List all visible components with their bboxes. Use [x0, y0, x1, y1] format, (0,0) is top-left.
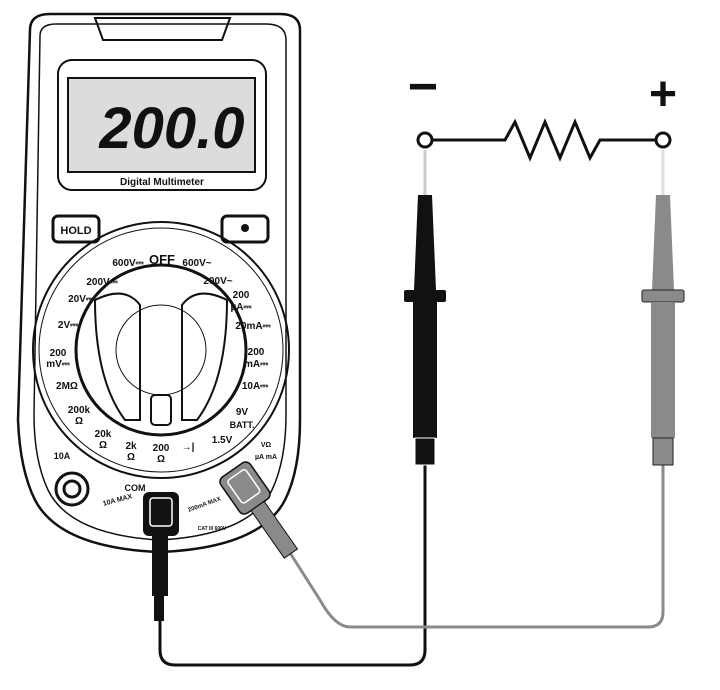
dial-labels: OFF 600V⎓ 200V⎓ 20V⎓ 2V⎓ 200 mV⎓ 2MΩ 200… [46, 252, 270, 465]
dial-600v-ac: 600V~ [182, 258, 211, 269]
svg-text:mA⎓: mA⎓ [244, 359, 268, 370]
model-label: Digital Multimeter [120, 177, 204, 188]
black-wire [158, 465, 427, 667]
jack-com-label: COM [125, 483, 146, 493]
dial-200ua: 200 [233, 290, 250, 301]
svg-text:mV⎓: mV⎓ [46, 359, 70, 370]
svg-text:µA⎓: µA⎓ [231, 302, 252, 313]
gray-wire [283, 465, 665, 629]
dial-2mohm: 2MΩ [56, 381, 78, 392]
dial-1-5v: 1.5V [212, 435, 233, 446]
v-max-note: 200mA MAX [187, 496, 221, 513]
dial-9v-batt: 9V [236, 407, 249, 418]
dial-2v-dc: 2V⎓ [58, 320, 78, 331]
svg-text:Ω: Ω [99, 440, 107, 451]
backlight-button[interactable] [220, 214, 270, 244]
dial-off: OFF [149, 252, 175, 267]
dial-200v-ac: 200V~ [203, 276, 232, 287]
dial-10a: 10A⎓ [242, 381, 268, 392]
hold-button[interactable]: HOLD [51, 214, 101, 244]
dial-20ma: 20mA⎓ [235, 321, 270, 332]
svg-text:Ω: Ω [127, 452, 135, 463]
black-plug[interactable] [143, 492, 179, 621]
diode-icon: →| [182, 442, 195, 453]
plus-sign: + [649, 68, 677, 121]
jack-10a-label: 10A [54, 451, 71, 461]
resistor-symbol [432, 118, 655, 162]
gray-probe[interactable] [641, 150, 685, 466]
dial-200ohm: 200 [153, 443, 170, 454]
jack-10a[interactable] [54, 471, 90, 507]
cat-rating: CAT III 600V [198, 526, 227, 532]
terminal-plus [654, 131, 672, 149]
dial-200mv: 200 [50, 348, 67, 359]
dial-20v-dc: 20V⎓ [68, 294, 94, 305]
dial-2kohm: 2k [125, 441, 137, 452]
lcd-reading: 200.0 [98, 96, 244, 161]
dial-200ma: 200 [248, 347, 265, 358]
com-max-note: 10A MAX [102, 493, 133, 508]
jack-v-label: VΩ [261, 442, 272, 449]
lightbulb-icon [241, 224, 249, 232]
black-probe[interactable] [404, 150, 446, 466]
dial-20kohm: 20k [95, 429, 112, 440]
minus-sign: − [408, 58, 438, 116]
terminal-minus [416, 131, 434, 149]
lcd-window [67, 77, 256, 173]
svg-text:BATT.: BATT. [230, 420, 255, 430]
gray-plug[interactable] [218, 460, 306, 564]
dial-600v-dc: 600V⎓ [112, 258, 143, 269]
resistor-circuit [416, 118, 672, 162]
svg-text:Ω: Ω [75, 416, 83, 427]
rotary-dial[interactable] [32, 221, 290, 479]
hold-label: HOLD [60, 225, 91, 237]
dial-200kohm: 200k [68, 405, 91, 416]
svg-text:Ω: Ω [157, 454, 165, 465]
jack-ma-label: µA mA [255, 454, 277, 461]
dial-200v-dc: 200V⎓ [86, 277, 117, 288]
